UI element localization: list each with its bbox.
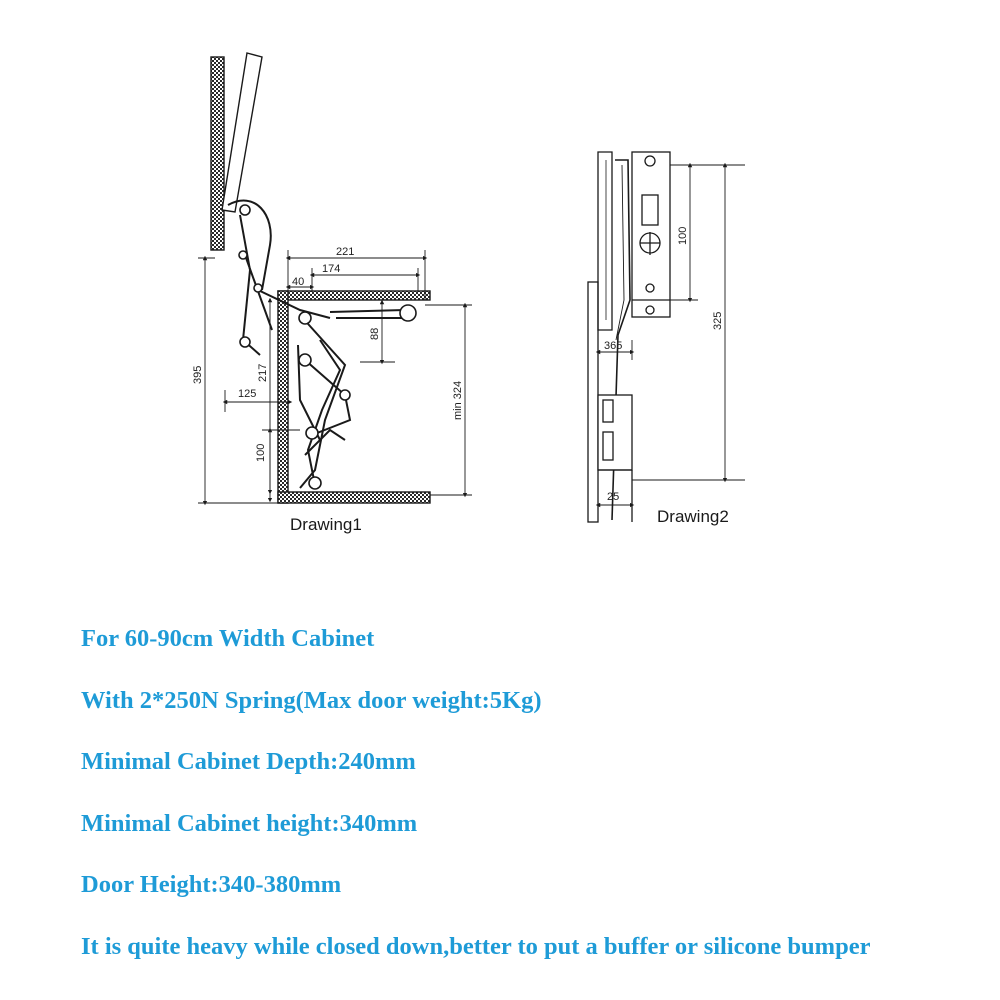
dim-min-324: min 324	[452, 381, 464, 420]
cabinet-bottom-panel	[277, 491, 431, 504]
drawing2: 100 325 365 25 Drawing2	[587, 151, 745, 526]
dim-125: 125	[238, 388, 256, 400]
dim-88: 88	[369, 328, 381, 340]
drawing1-caption: Drawing1	[290, 515, 362, 534]
spec-spring: With 2*250N Spring(Max door weight:5Kg)	[81, 687, 542, 714]
dim-395: 395	[192, 366, 204, 384]
dim2-100: 100	[677, 227, 689, 245]
side-wall	[587, 281, 599, 523]
dim-40: 40	[292, 276, 304, 288]
dim-174: 174	[322, 263, 340, 275]
dim2-325: 325	[712, 312, 724, 330]
spec-bumper-note: It is quite heavy while closed down,bett…	[81, 933, 871, 960]
spec-door-height: Door Height:340-380mm	[81, 871, 342, 898]
mounting-plate	[631, 151, 671, 318]
dim2-365: 365	[604, 340, 622, 352]
dim-100: 100	[255, 444, 267, 462]
dim-221: 221	[336, 246, 354, 258]
door-section-upper	[597, 151, 613, 331]
spec-min-depth: Minimal Cabinet Depth:240mm	[81, 748, 416, 775]
drawing2-caption: Drawing2	[657, 507, 729, 526]
spec-min-height: Minimal Cabinet height:340mm	[81, 810, 418, 837]
hinge-arms	[227, 199, 406, 489]
door-edge-angled	[221, 52, 263, 213]
door-panel-raised	[210, 56, 225, 251]
hinge-pivots	[238, 204, 417, 490]
drawing1-dimensions	[198, 250, 472, 506]
technical-drawing: 221 174 40 88 395 217 125 100 min 324 Dr…	[192, 52, 745, 534]
dim-217: 217	[257, 364, 269, 382]
drawing1: 221 174 40 88 395 217 125 100 min 324 Dr…	[192, 52, 472, 534]
cabinet-side-panel	[277, 290, 289, 504]
dim2-25: 25	[607, 491, 619, 503]
spec-cabinet-width: For 60-90cm Width Cabinet	[81, 625, 375, 652]
drawing2-dimensions	[595, 162, 745, 508]
cabinet-top-panel	[277, 290, 431, 301]
